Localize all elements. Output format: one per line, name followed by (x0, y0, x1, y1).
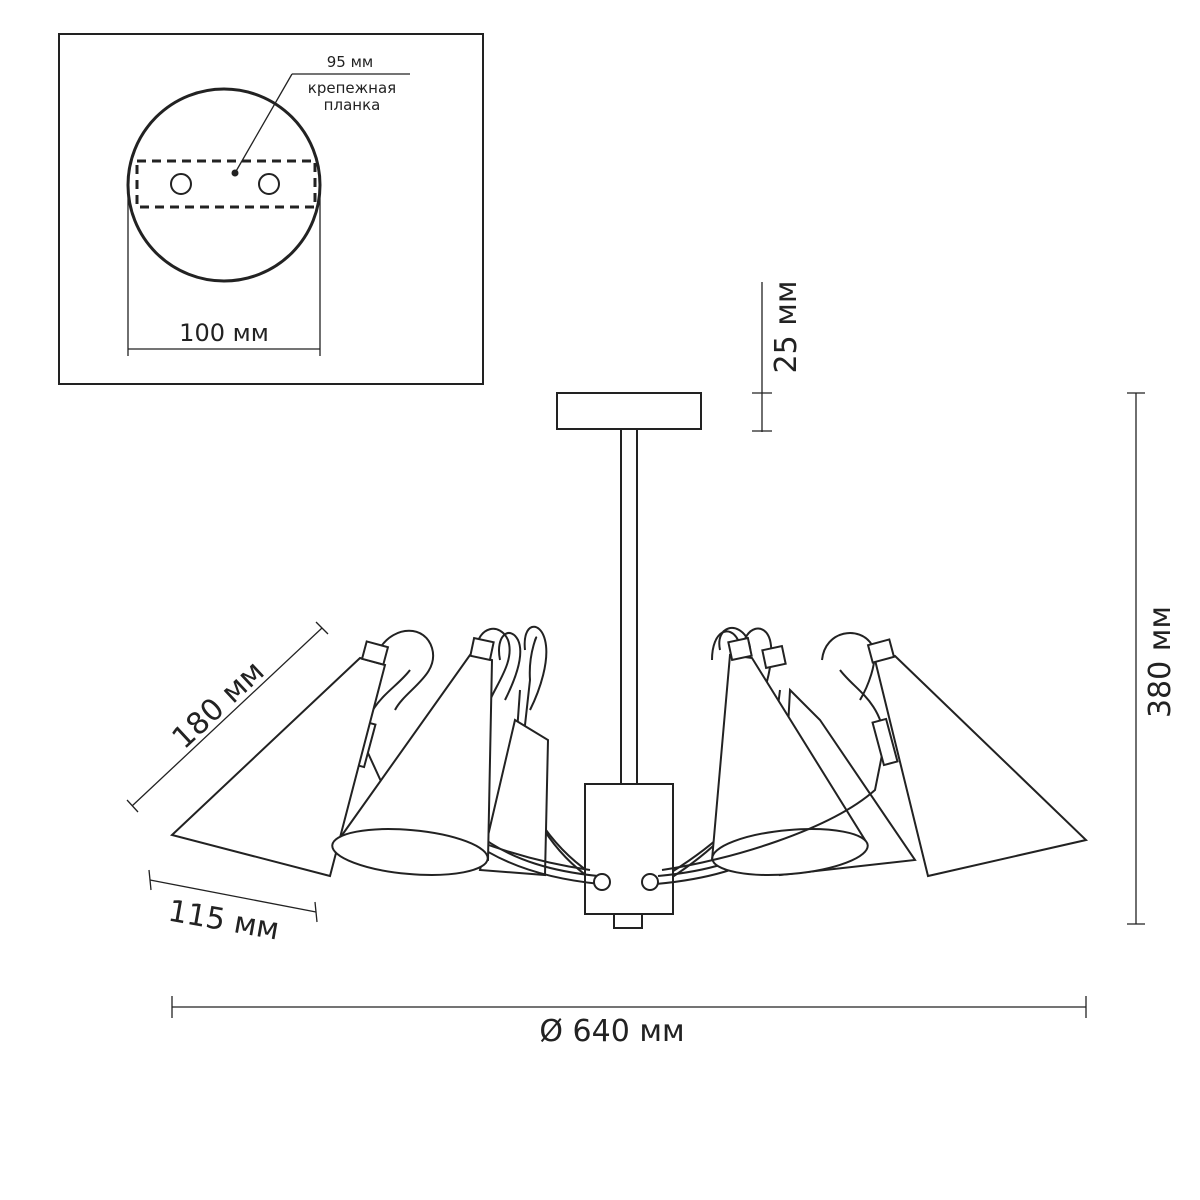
canopy-and-rod (556, 392, 702, 785)
shade-cap-mid-right (761, 644, 787, 670)
shade-rim-inner-left (331, 828, 489, 876)
base-diameter-label: 100 мм (179, 319, 269, 347)
mounting-inset: 95 мм крепежная планка 100 мм (58, 33, 484, 385)
hub-finial (613, 913, 643, 929)
hub-body (584, 783, 674, 915)
shade-opening-tick-a (148, 869, 152, 891)
arm-far-right (661, 669, 887, 871)
shade-rim-inner-right (711, 828, 869, 876)
loop-inner-left (475, 627, 511, 701)
ceiling-canopy (556, 392, 702, 430)
shade-opening-tick-b (314, 901, 318, 923)
bracket-label-line1: крепежная (308, 79, 396, 97)
bracket-leader-line (234, 73, 293, 174)
total-height-dimension: 380 мм (1127, 392, 1178, 925)
shade-length-tick-b (315, 621, 329, 635)
socket-left (593, 873, 611, 891)
shade-length-label: 180 мм (166, 654, 272, 756)
mounting-bracket-outline (135, 159, 317, 209)
canopy-height-label: 25 мм (769, 281, 804, 374)
strip-label: 95 мм (327, 53, 374, 71)
shade-cap-far-right (866, 638, 896, 664)
socket-right (641, 873, 659, 891)
total-diameter-label: Ø 640 мм (539, 1014, 684, 1049)
shade-opening-dim-line (149, 879, 317, 913)
bracket-label-line2: планка (324, 96, 381, 114)
loop-far-right (821, 632, 876, 701)
loop-far-left (379, 629, 435, 711)
shade-length-tick-a (126, 799, 139, 813)
total-height-label: 380 мм (1143, 606, 1178, 718)
total-diameter-dimension: Ø 640 мм (171, 996, 1087, 1049)
loop-back-2 (523, 625, 548, 711)
shade-opening-dimension: 115 мм (148, 869, 318, 948)
loop-back-1 (498, 632, 522, 701)
canopy-height-dimension: 25 мм (752, 281, 804, 432)
suspension-rod (620, 428, 638, 785)
shade-far-right (873, 654, 1089, 878)
screw-hole-right (258, 173, 280, 195)
shade-length-dim-line (131, 627, 323, 807)
inset-frame (58, 33, 484, 385)
shade-cap-far-left (360, 640, 390, 666)
central-hub (439, 783, 821, 929)
shade-cap-inner-left (469, 636, 495, 662)
shade-cap-inner-right (727, 636, 753, 662)
front-row-lamps (169, 627, 1089, 878)
canopy-base-circle (126, 87, 322, 283)
joint-far-right (871, 717, 899, 767)
screw-hole-left (170, 173, 192, 195)
